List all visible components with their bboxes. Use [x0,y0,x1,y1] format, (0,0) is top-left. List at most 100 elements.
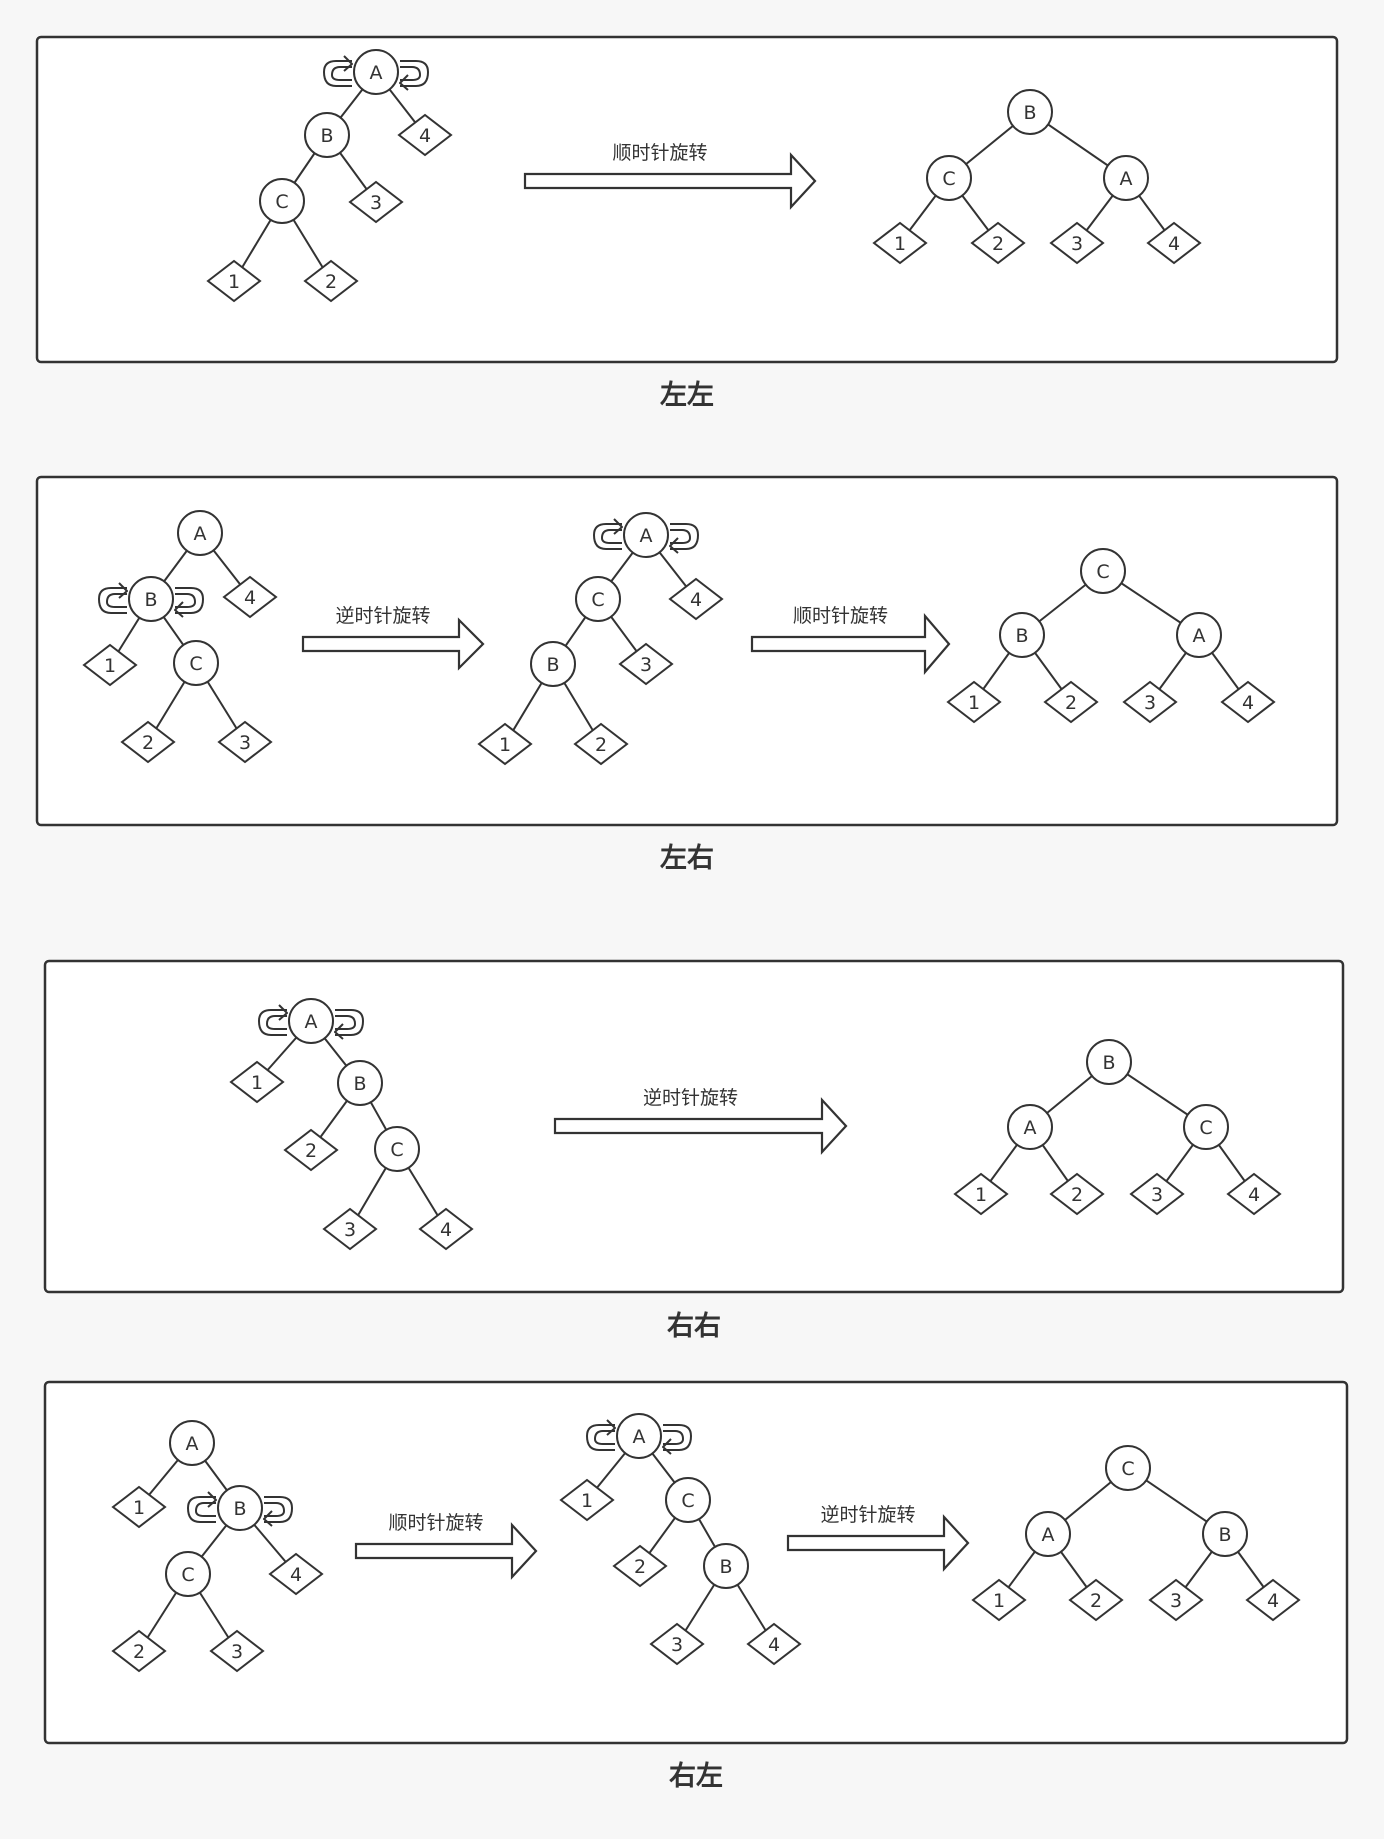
node-B: B [128,576,174,622]
arrow-right-icon [750,613,951,675]
node-C: C [1105,1445,1151,1491]
subtree-leaf: 3 [209,1629,265,1673]
subtree-leaf: 3 [649,1622,705,1666]
leaf-label: 1 [104,655,116,677]
node-label: A [305,1011,318,1033]
leaf-diamond [612,1544,668,1588]
subtree-leaf: 1 [559,1478,615,1522]
leaf-label: 3 [671,1634,683,1656]
leaf-diamond [1220,680,1276,724]
leaf-label: 2 [142,732,154,754]
node-circle [926,155,972,201]
node-B: B [304,112,350,158]
panel-caption: 左左 [660,380,714,411]
panel-caption: 右右 [667,1311,721,1342]
leaf-diamond [229,1060,285,1104]
subtree-leaf: 2 [1068,1578,1124,1622]
leaf-diamond [946,680,1002,724]
rotation-arrow: 逆时针旋转 [786,1504,970,1572]
leaf-diamond [397,113,453,157]
rotate-right-icon [399,60,429,91]
rotation-marker [187,1491,293,1527]
node-circle [128,576,174,622]
leaf-label: 1 [228,271,240,293]
leaf-label: 4 [768,1634,780,1656]
node-B: B [337,1060,383,1106]
leaf-diamond [283,1128,339,1172]
node-C: C [259,178,305,224]
node-A: A [1176,612,1222,658]
node-circle [623,512,669,558]
node-A: A [1007,1104,1053,1150]
node-A: A [616,1413,662,1459]
rotate-left-icon [187,1491,217,1523]
leaf-diamond [953,1172,1009,1216]
node-C: C [1183,1104,1229,1150]
leaf-diamond [1049,221,1105,265]
leaf-label: 3 [1151,1184,1163,1206]
node-C: C [374,1126,420,1172]
subtree-leaf: 4 [1220,680,1276,724]
leaf-label: 3 [1170,1590,1182,1612]
node-A: A [177,510,223,556]
leaf-diamond [82,643,138,687]
leaf-diamond [477,722,533,766]
leaf-label: 2 [595,734,607,756]
panel-caption: 左右 [660,843,714,874]
subtree-leaf: 2 [970,221,1026,265]
subtree-leaf: 4 [1226,1172,1282,1216]
rotation-label: 顺时针旋转 [388,1512,483,1534]
arrow-right-icon [301,617,485,671]
node-label: B [144,589,157,611]
leaf-diamond [111,1629,167,1673]
leaf-diamond [1122,680,1178,724]
subtree-leaf: 2 [1049,1172,1105,1216]
node-circle [353,49,399,95]
node-circle [530,641,576,687]
leaf-diamond [268,1552,324,1596]
leaf-label: 2 [1071,1184,1083,1206]
rotate-right-icon [334,1009,364,1040]
rotation-marker [593,518,699,554]
node-C: C [926,155,972,201]
leaf-label: 3 [231,1641,243,1663]
subtree-leaf: 3 [1148,1578,1204,1622]
leaf-label: 4 [244,587,256,609]
leaf-label: 2 [325,271,337,293]
leaf-label: 1 [251,1072,263,1094]
leaf-label: 4 [440,1219,452,1241]
node-label: B [546,654,559,676]
leaf-label: 3 [1071,233,1083,255]
node-label: C [591,589,604,611]
node-B: B [999,612,1045,658]
rotate-right-icon [174,587,204,618]
leaf-label: 4 [690,589,702,611]
node-circle [1080,548,1126,594]
subtree-leaf: 1 [946,680,1002,724]
node-C: C [575,576,621,622]
leaf-diamond [573,722,629,766]
leaf-label: 4 [1267,1590,1279,1612]
subtree-leaf: 4 [746,1622,802,1666]
node-label: B [353,1073,366,1095]
subtree-leaf: 2 [283,1128,339,1172]
node-label: A [1024,1117,1037,1139]
node-A: A [288,998,334,1044]
node-B: B [1086,1039,1132,1085]
node-B: B [1007,89,1053,135]
node-B: B [530,641,576,687]
node-circle [665,1477,711,1523]
subtree-leaf: 2 [120,720,176,764]
leaf-label: 1 [968,692,980,714]
subtree-leaf: 4 [1146,221,1202,265]
subtree-leaf: 2 [111,1629,167,1673]
leaf-diamond [1146,221,1202,265]
